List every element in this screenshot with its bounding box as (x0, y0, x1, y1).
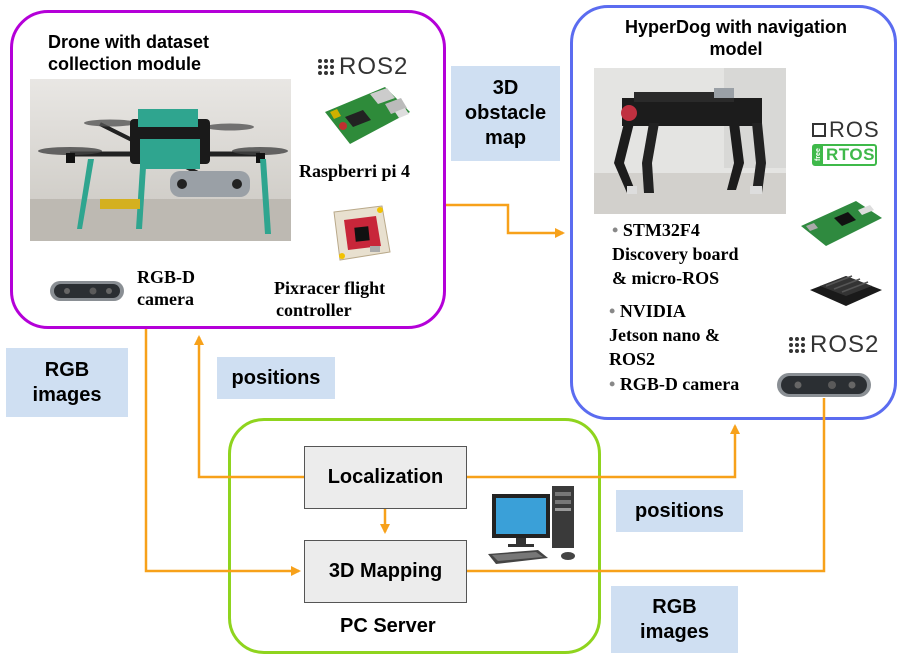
drone-title: Drone with dataset collection module (48, 32, 210, 74)
hyperdog-group (570, 5, 897, 420)
drone-group (10, 10, 446, 329)
tag-positions-right: positions (616, 490, 743, 532)
arrow-rgb-drone (144, 329, 301, 576)
desktop-computer-icon (488, 484, 584, 566)
hyperdog-photo (594, 68, 786, 214)
stm32-board-image (796, 196, 886, 251)
tag-obstacle-map: 3D obstacle map (451, 66, 560, 161)
arrow-rgb-dog (467, 398, 826, 573)
hyperdog-ros2-logo: ROS2 (789, 331, 879, 359)
hyperdog-title: HyperDog with navigation model (624, 17, 847, 59)
hyperdog-bullet-jetson: • NVIDIA Jetson nano & ROS2 (609, 301, 721, 369)
rpi-label: Raspberri pi 4 (299, 161, 411, 181)
rgbd-camera-icon (776, 371, 872, 399)
hyperdog-bullet-stm32: • STM32F4 Discovery board & micro-ROS (612, 220, 739, 288)
freertos-logo: free RTOS (812, 144, 877, 166)
ros-dots-icon (789, 337, 805, 353)
server-group (228, 418, 601, 654)
ros-dots-icon (318, 59, 334, 75)
rgbd-camera-icon (49, 279, 125, 303)
raspberry-pi-image (315, 82, 415, 152)
arrow-positions-dog (467, 424, 740, 479)
ros-chip-icon (812, 123, 826, 137)
server-title: PC Server (340, 615, 436, 637)
mapping-box: 3D Mapping (304, 540, 467, 603)
drone-photo (30, 79, 291, 241)
hyperdog-bullet-camera: • RGB-D camera (609, 374, 740, 394)
arrow-positions-drone (194, 335, 304, 479)
tag-positions-left: positions (217, 357, 335, 399)
tag-rgb-images-right: RGB images (611, 586, 738, 653)
pixracer-label: Pixracer flight controller (274, 278, 386, 320)
pixracer-image (322, 200, 397, 270)
arrow-obstacle-map (446, 203, 565, 238)
drone-ros2-logo: ROS2 (318, 53, 408, 81)
localization-box: Localization (304, 446, 467, 509)
jetson-nano-image (806, 264, 886, 312)
tag-rgb-images-left: RGB images (6, 348, 128, 417)
hyperdog-ros-logo: ROS (812, 117, 880, 143)
drone-rgbd-label: RGB-D camera (137, 267, 195, 309)
